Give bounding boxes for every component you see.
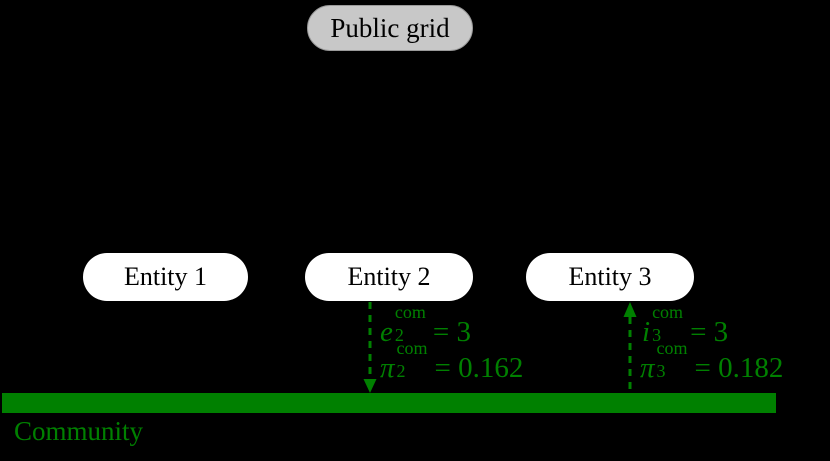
math-supsub: com 2 — [396, 339, 428, 381]
math-sup: com — [394, 302, 426, 322]
math-supsub: com 2 — [394, 303, 426, 345]
entity-1-node: Entity 1 — [83, 253, 248, 301]
entity-3-node: Entity 3 — [526, 253, 694, 301]
math-supsub: com 3 — [652, 303, 683, 345]
math-rhs: = 0.162 — [434, 352, 524, 384]
entity-1-label: Entity 1 — [123, 262, 208, 291]
math-sub: 2 — [396, 361, 406, 381]
math-rhs: = 0.182 — [694, 352, 784, 384]
math-sup: com — [396, 338, 428, 358]
import-flow-dashed-arrow-up-icon — [623, 302, 637, 393]
math-var: π — [640, 352, 655, 384]
export-flow-dashed-arrow-down-icon — [363, 302, 377, 393]
entity-3-label: Entity 3 — [568, 262, 652, 291]
entity-2-label: Entity 2 — [347, 262, 431, 291]
math-sub: 3 — [652, 325, 662, 345]
arrowhead-down — [363, 379, 377, 393]
math-sub: 3 — [656, 361, 666, 381]
community-bar — [2, 393, 776, 413]
community-label: Community — [14, 416, 144, 446]
public-grid-label: Public grid — [330, 12, 450, 43]
math-sup: com — [652, 302, 684, 322]
arrowhead-up — [623, 302, 637, 317]
entity-2-node: Entity 2 — [305, 253, 473, 301]
public-grid-node: Public grid — [307, 5, 473, 51]
math-var: i — [642, 316, 651, 348]
math-var: e — [380, 316, 393, 348]
math-rhs: = 3 — [432, 316, 471, 348]
math-sub: 2 — [394, 325, 404, 345]
math-supsub: com 3 — [656, 339, 688, 381]
math-sup: com — [656, 338, 688, 358]
math-rhs: = 3 — [690, 316, 729, 348]
math-var: π — [380, 352, 395, 384]
